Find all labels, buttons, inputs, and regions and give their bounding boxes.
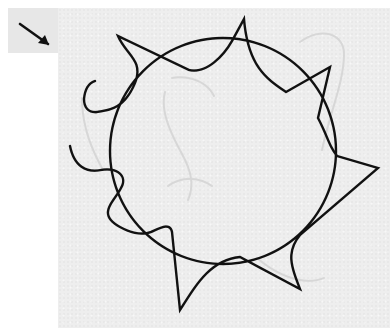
arrow-down-right-icon [8, 8, 58, 53]
drawing-canvas[interactable] [58, 8, 390, 328]
stroke-tool-button[interactable] [8, 8, 58, 53]
